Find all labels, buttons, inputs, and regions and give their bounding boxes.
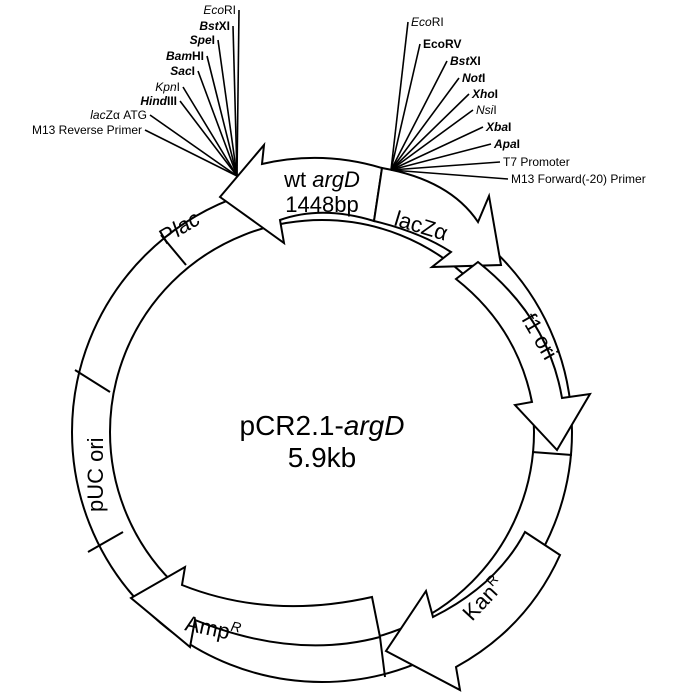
- left-site-label: EcoRI: [203, 3, 236, 17]
- insert-label-line2: 1448bp: [285, 192, 358, 217]
- left-site-group: EcoRIBstXISpeIBamHISacIKpnIHindIIIlacZα …: [32, 3, 240, 177]
- site-enzyme-prefix: Xba: [485, 120, 508, 134]
- left-site-label: M13 Reverse Primer: [32, 123, 142, 137]
- insert-label-line1: wt argD: [283, 167, 360, 192]
- site-enzyme-suffix: M13 Reverse Primer: [32, 123, 142, 137]
- right-site-line: [390, 169, 509, 180]
- left-site-line: [144, 129, 238, 177]
- site-enzyme-suffix: I: [508, 120, 511, 134]
- left-site-label: BamHI: [166, 49, 204, 63]
- site-enzyme-suffix: I: [177, 80, 180, 94]
- left-site-label: BstXI: [199, 19, 230, 33]
- left-site-line: [232, 25, 238, 177]
- site-enzyme-suffix: RI: [432, 15, 444, 29]
- site-enzyme-prefix: Bam: [166, 49, 192, 63]
- right-site-label: EcoRV: [423, 37, 461, 51]
- right-site-line: [390, 93, 470, 171]
- left-site-line: [236, 9, 240, 177]
- site-enzyme-suffix: I: [495, 87, 498, 101]
- right-site-label: XhoI: [471, 87, 498, 101]
- site-enzyme-prefix: Apa: [493, 137, 517, 151]
- site-enzyme-prefix: Hind: [140, 94, 167, 108]
- divider-f1-kan: [531, 451, 573, 456]
- site-enzyme-suffix: M13 Forward(-20) Primer: [511, 172, 646, 186]
- site-enzyme-prefix: Eco: [411, 15, 432, 29]
- f1-ori-arrow: [454, 260, 592, 452]
- left-site-label: SpeI: [190, 33, 215, 47]
- site-enzyme-suffix: XI: [219, 19, 230, 33]
- site-enzyme-suffix: RI: [224, 3, 236, 17]
- site-enzyme-prefix: Nsi: [476, 103, 494, 117]
- site-enzyme-prefix: Sac: [170, 64, 192, 78]
- divider-puc-bottom: [87, 531, 124, 553]
- right-site-line: [390, 109, 474, 171]
- site-enzyme-prefix: Eco: [203, 3, 224, 17]
- right-site-label: NotI: [462, 71, 485, 85]
- site-enzyme-prefix: Spe: [190, 33, 212, 47]
- left-site-line: [182, 86, 238, 177]
- right-site-line: [390, 77, 460, 171]
- site-enzyme-suffix: XI: [469, 54, 480, 68]
- right-site-label: T7 Promoter: [503, 155, 570, 169]
- site-enzyme-suffix: HI: [192, 49, 204, 63]
- divider-plac-left: [160, 234, 187, 266]
- left-site-label: lacZα ATG: [90, 108, 147, 122]
- puc-ori-label: pUC ori: [83, 437, 108, 512]
- divider-amp-kan: [379, 636, 386, 678]
- left-site-label: KpnI: [155, 80, 180, 94]
- right-site-line: [390, 126, 484, 171]
- site-enzyme-prefix: Kpn: [155, 80, 177, 94]
- lacz-arrow: [372, 166, 503, 269]
- right-site-line: [390, 143, 492, 171]
- site-enzyme-suffix: Zα ATG: [106, 108, 147, 122]
- plasmid-size: 5.9kb: [288, 442, 357, 473]
- site-enzyme-suffix: EcoRV: [423, 37, 461, 51]
- left-site-line: [179, 100, 238, 177]
- plac-label: Plac: [155, 206, 205, 249]
- site-enzyme-prefix: Bst: [199, 19, 219, 33]
- divider-puc-top: [74, 369, 111, 393]
- right-site-label: ApaI: [493, 137, 520, 151]
- right-site-label: M13 Forward(-20) Primer: [511, 172, 646, 186]
- right-site-line: [390, 43, 421, 171]
- right-site-label: NsiI: [476, 103, 497, 117]
- right-site-line: [390, 161, 501, 171]
- site-enzyme-suffix: I: [517, 137, 520, 151]
- right-site-label: BstXI: [450, 54, 481, 68]
- site-enzyme-suffix: I: [212, 33, 215, 47]
- right-site-label: EcoRI: [411, 15, 444, 29]
- site-enzyme-suffix: I: [493, 103, 496, 117]
- left-site-label: HindIII: [140, 94, 177, 108]
- left-site-line: [197, 70, 238, 177]
- site-enzyme-suffix: T7 Promoter: [503, 155, 570, 169]
- right-site-line: [390, 60, 448, 171]
- right-site-label: XbaI: [485, 120, 511, 134]
- left-site-line: [206, 55, 238, 177]
- site-enzyme-prefix: Bst: [450, 54, 470, 68]
- plasmid-name: pCR2.1-argD: [240, 410, 405, 441]
- site-enzyme-suffix: III: [167, 94, 177, 108]
- amp-arrow: [129, 565, 382, 649]
- site-enzyme-suffix: I: [482, 71, 485, 85]
- kan-arrow: [384, 530, 562, 692]
- site-enzyme-prefix: Not: [462, 71, 483, 85]
- site-enzyme-suffix: I: [192, 64, 195, 78]
- right-site-line: [390, 21, 409, 171]
- left-site-label: SacI: [170, 64, 195, 78]
- site-enzyme-prefix: lac: [90, 108, 105, 122]
- left-site-line: [149, 114, 238, 177]
- site-enzyme-prefix: Xho: [471, 87, 495, 101]
- left-site-line: [217, 39, 238, 177]
